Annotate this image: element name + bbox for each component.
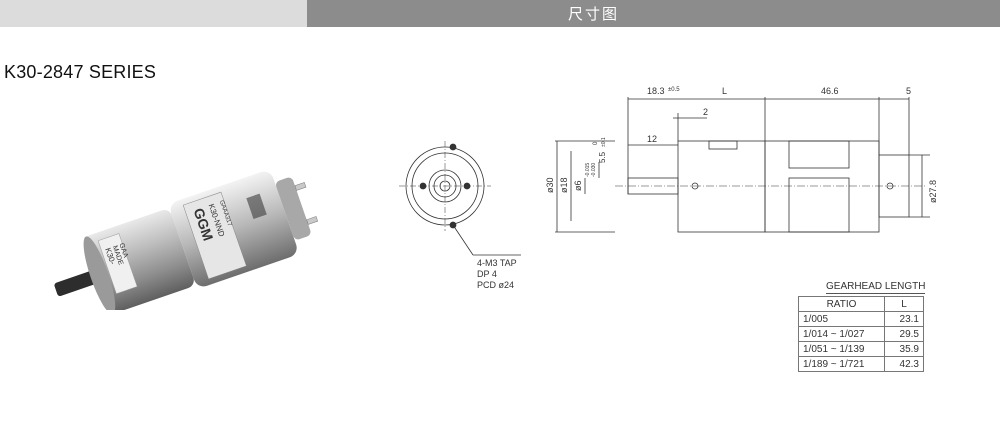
dim-2: 2 [703, 107, 708, 117]
length-cell: 35.9 [884, 341, 924, 357]
dim-46-6: 46.6 [821, 86, 839, 96]
gear-label-3: GAA [117, 242, 129, 259]
ratio-cell: 1/189 ~ 1/721 [798, 356, 885, 372]
gearhead-label [97, 233, 138, 295]
tap-hole-right [463, 182, 471, 190]
header-ratio: RATIO [798, 296, 885, 312]
dim-18-3: 18.3 [647, 86, 665, 96]
gearhead-caption: GEARHEAD LENGTH [826, 281, 926, 294]
ratio-cell: 1/051 ~ 1/139 [798, 341, 885, 357]
dim-d30: ø30 [545, 177, 555, 193]
side-motor-window [788, 140, 850, 169]
tap-line-3: PCD ø24 [477, 280, 514, 290]
dim-l: L [722, 86, 727, 96]
table-row: 1/189 ~ 1/721 42.3 [798, 356, 924, 372]
length-cell: 23.1 [884, 311, 924, 327]
dim-12: 12 [647, 134, 657, 144]
tol-d6-lower: -0.030 [591, 163, 597, 177]
shaft [54, 270, 98, 297]
motor-photo: K30- MADE GAA GGM K30-NND GAAA317 [54, 171, 319, 310]
motor-label [182, 191, 247, 280]
gearhead-table: RATIO L 1/005 23.1 1/014 ~ 1/027 29.5 1/… [798, 296, 924, 372]
table-row: 1/014 ~ 1/027 29.5 [798, 326, 924, 342]
dim-0: 0 [593, 141, 599, 145]
side-gearhead-notch [708, 140, 738, 150]
length-cell: 29.5 [884, 326, 924, 342]
side-motor-window-lower [788, 177, 850, 233]
section-header: 尺寸图 [307, 0, 1000, 27]
dim-d27-8: ø27.8 [928, 180, 938, 203]
ratio-cell: 1/014 ~ 1/027 [798, 326, 885, 342]
motor-end-cap [276, 177, 311, 240]
side-gearhead [677, 140, 766, 233]
section-title: 尺寸图 [567, 5, 619, 23]
tap-line-2: DP 4 [477, 269, 497, 279]
dim-5-5: 5.5 [598, 151, 607, 163]
header-left-band [0, 0, 307, 27]
tap-hole-left [419, 182, 427, 190]
tol-d6-upper: -0.015 [585, 163, 591, 177]
dim-d18: ø18 [559, 177, 569, 193]
tap-line-1: 4-M3 TAP [477, 258, 517, 268]
dim-d6: ø6 [573, 180, 583, 191]
motor-vent [246, 193, 267, 219]
tap-hole-top [449, 143, 457, 151]
table-header-row: RATIO L [798, 296, 924, 312]
length-cell: 42.3 [884, 356, 924, 372]
header-l: L [884, 296, 924, 312]
side-motor [764, 140, 880, 233]
gearhead-face [83, 236, 116, 310]
ratio-cell: 1/005 [798, 311, 885, 327]
terminal-bottom [306, 216, 319, 225]
table-row: 1/051 ~ 1/139 35.9 [798, 341, 924, 357]
tol-18-3: ±0.5 [668, 87, 680, 93]
tap-leader [452, 224, 474, 256]
series-title: K30-2847 SERIES [4, 62, 157, 82]
terminal-top [294, 182, 307, 191]
dim-5: 5 [906, 86, 911, 96]
technical-drawing: 18.3 ±0.5 L 46.6 5 2 12 5.5 ±0.1 0 ø30 ø… [399, 86, 938, 290]
tol-5-5: ±0.1 [601, 137, 607, 147]
table-row: 1/005 23.1 [798, 311, 924, 327]
